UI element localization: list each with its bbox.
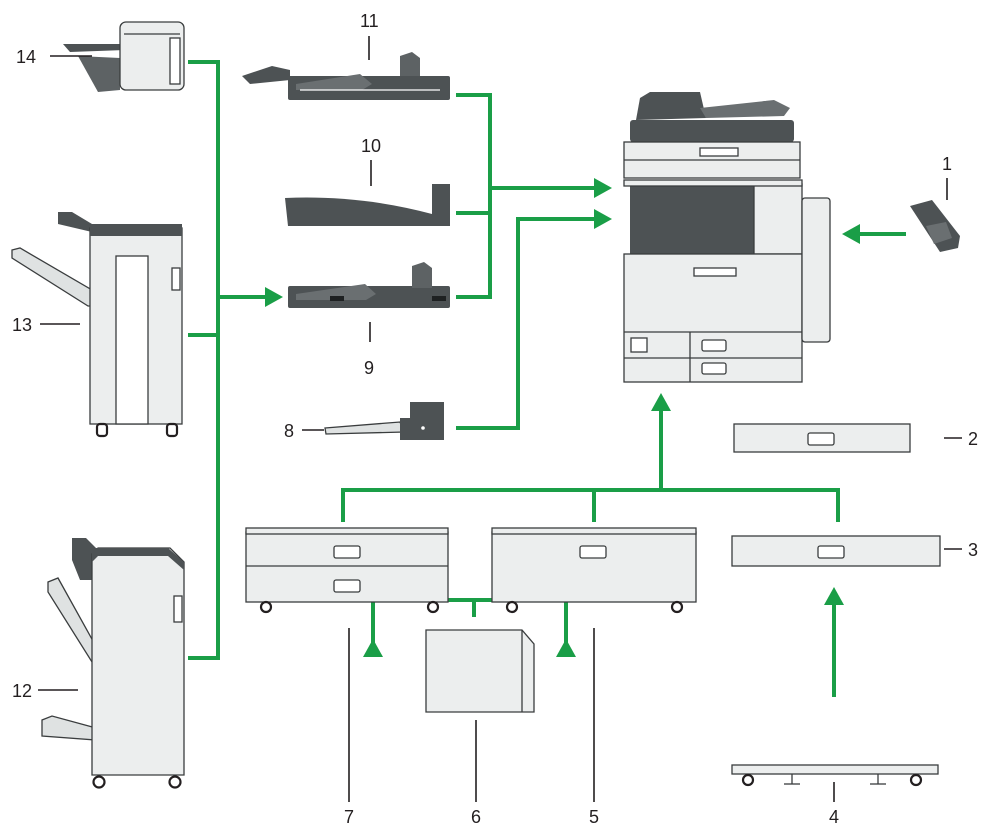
option-2-paper-tray [733,423,911,453]
connector-paper-bus [341,408,840,522]
arrowhead-to-9 [265,287,283,307]
option-8-tray [324,402,444,440]
main-copier [623,92,831,383]
leader-lines [38,36,962,802]
label-2: 2 [968,429,978,449]
label-5: 5 [589,807,599,827]
connector-finisher-bus [188,60,220,660]
arrowhead-main-bottom [651,393,671,411]
option-4-caster-table [731,764,939,787]
option-1-handset [910,200,960,252]
label-9: 9 [364,358,374,378]
arrowhead-to-3 [824,587,844,605]
number-labels: 14 11 10 9 8 1 13 12 2 3 7 6 5 4 [12,11,978,827]
label-1: 1 [942,154,952,174]
option-7-two-tray-unit [245,527,449,614]
option-3-paper-tray [731,535,941,567]
option-10-tray [284,184,450,226]
option-11-tray [242,52,450,100]
label-10: 10 [361,136,381,156]
option-13-finisher [11,212,183,438]
arrowhead-from-1 [842,224,860,244]
label-12: 12 [12,681,32,701]
option-9-tray [288,262,450,308]
label-11: 11 [360,11,379,31]
label-6: 6 [471,807,481,827]
connector-trays-bracket [456,93,492,299]
option-6-lct [425,629,535,713]
arrowhead-to-7 [363,639,383,657]
label-14: 14 [16,47,36,67]
arrowhead-to-5 [556,639,576,657]
label-7: 7 [344,807,354,827]
label-8: 8 [284,421,294,441]
arrowhead-main-lower [594,209,612,229]
arrowhead-main-upper [594,178,612,198]
label-4: 4 [829,807,839,827]
connector-8-to-main [456,217,596,430]
option-14-finisher-small [63,21,185,92]
option-5-large-tray [491,527,697,614]
label-3: 3 [968,540,978,560]
option-12-finisher-tall [41,538,185,789]
label-13: 13 [12,315,32,335]
